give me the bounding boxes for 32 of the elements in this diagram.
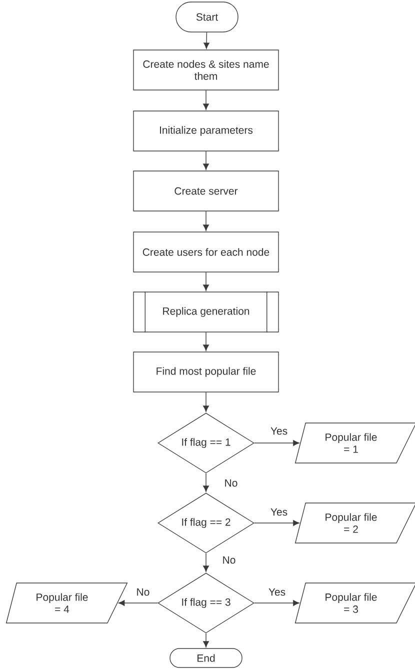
edge-label: Yes [269, 426, 289, 436]
arrow [254, 520, 300, 526]
data-parallelogram: Popular file = 1 [294, 422, 415, 464]
process-box: Create server [133, 170, 279, 212]
data-parallelogram: Popular file = 4 [6, 582, 128, 624]
arrow [203, 90, 209, 110]
data-parallelogram: Popular file = 2 [294, 502, 415, 544]
process-box: Find most popular file [133, 352, 279, 392]
arrow [118, 600, 158, 606]
arrow [254, 440, 300, 446]
data-parallelogram: Popular file = 3 [294, 582, 415, 624]
terminator: End [170, 648, 242, 668]
arrow [203, 151, 209, 170]
process-box: Create nodes & sites name them [133, 50, 279, 90]
edge-label: No [135, 587, 151, 597]
arrow [203, 211, 209, 231]
edge-label: No [221, 555, 237, 565]
edge-label: Yes [269, 507, 289, 517]
arrow [203, 332, 209, 351]
arrow [204, 32, 210, 49]
process-box: Initialize parameters [133, 110, 279, 152]
subroutine-box: Replica generation [133, 291, 279, 333]
arrow [203, 553, 209, 572]
arrow [254, 600, 300, 606]
arrow [203, 633, 209, 648]
arrow [203, 272, 209, 291]
edge-label: No [223, 478, 239, 488]
terminator: Start [176, 2, 238, 32]
edge-label: Yes [267, 587, 287, 597]
arrow [203, 473, 209, 492]
arrow [203, 392, 209, 412]
process-box: Create users for each node [133, 232, 279, 272]
